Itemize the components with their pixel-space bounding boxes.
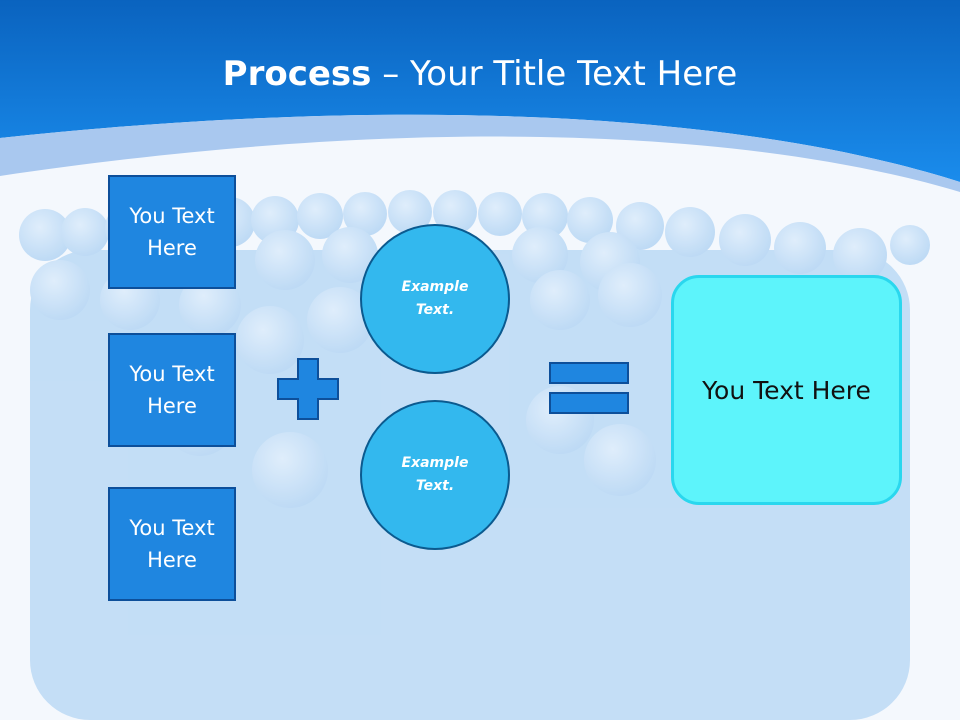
input-box-1-label: You Text Here [129,204,215,260]
equals-icon [549,362,629,414]
input-box-3: You Text Here [108,487,236,601]
title-rest: Your Title Text Here [410,54,738,94]
plus-icon [277,358,339,420]
example-circle-2: Example Text. [360,400,510,550]
result-box-label: You Text Here [702,375,871,405]
header-swoosh [0,114,960,192]
example-circle-2-label: Example Text. [401,455,469,494]
result-box: You Text Here [671,275,902,505]
example-circle-1-label: Example Text. [401,279,469,318]
title-separator: – [371,54,411,94]
header-band [0,0,960,182]
input-box-1: You Text Here [108,175,236,289]
example-circle-1: Example Text. [360,224,510,374]
title-bold: Process [222,54,372,94]
input-box-3-label: You Text Here [129,516,215,572]
input-box-2: You Text Here [108,333,236,447]
slide-title: Process – Your Title Text Here [0,52,960,96]
input-box-2-label: You Text Here [129,362,215,418]
